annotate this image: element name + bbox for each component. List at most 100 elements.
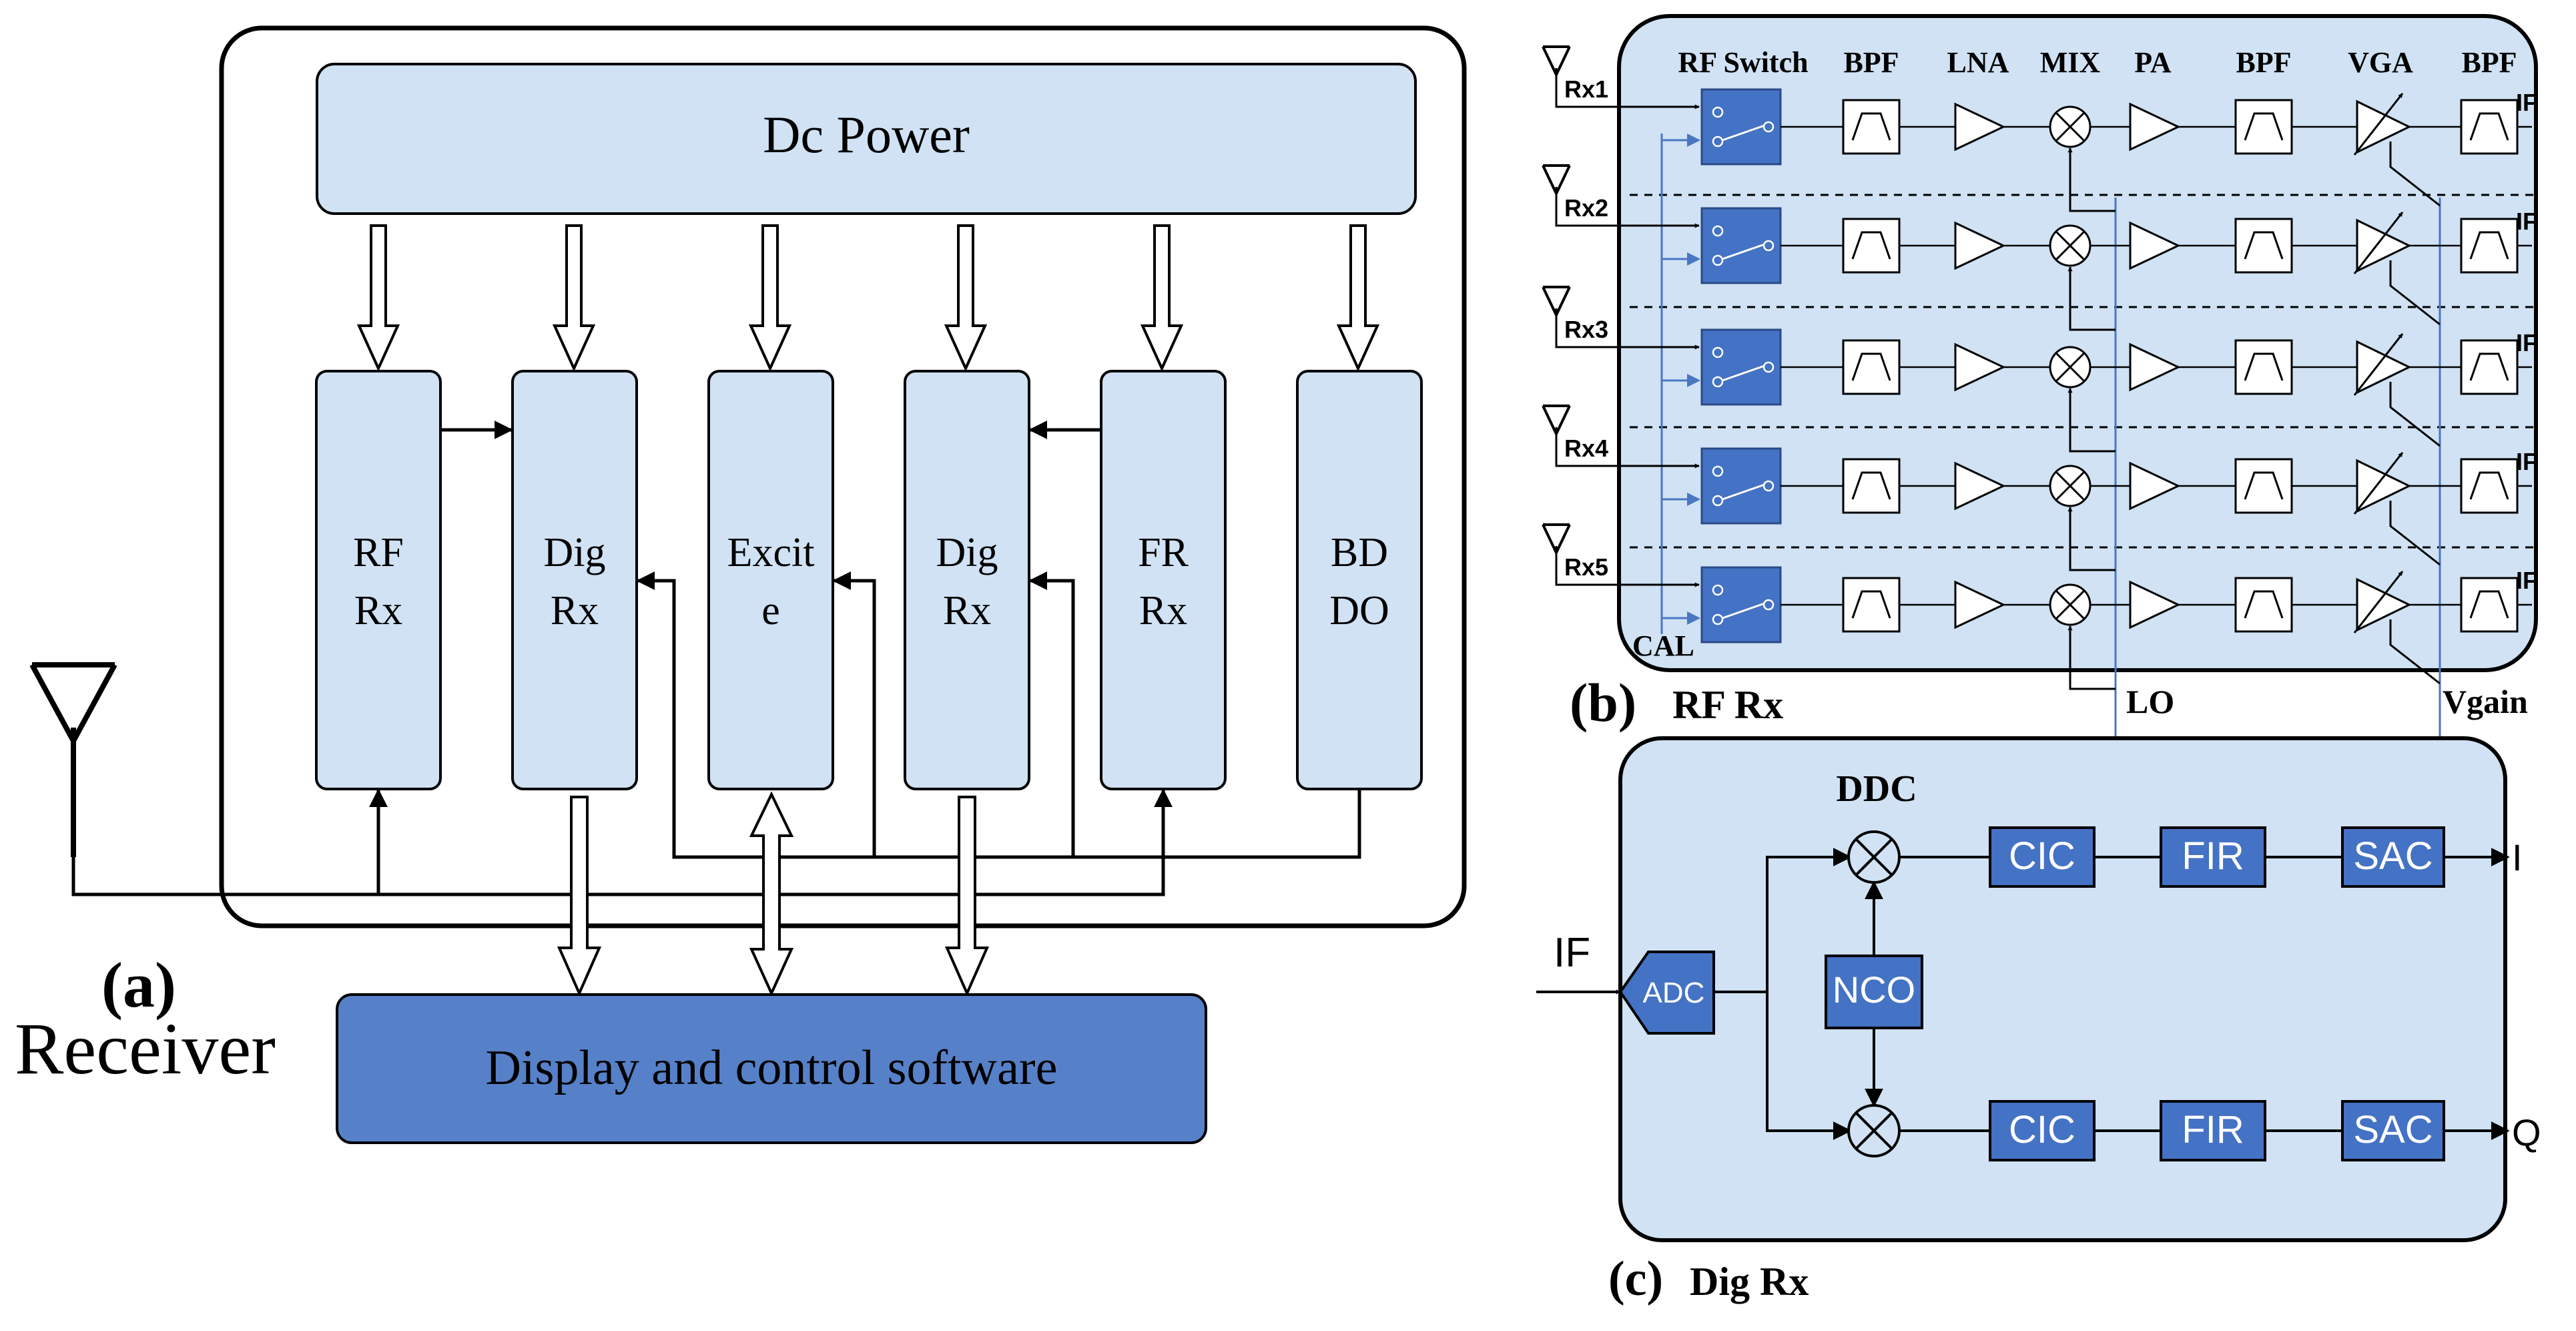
- rf-switch: [1700, 566, 1782, 643]
- svg-text:CIC: CIC: [2009, 834, 2075, 878]
- vgain-feed: [2389, 382, 2441, 447]
- display-software-label: Display and control software: [486, 1041, 1058, 1095]
- bpf-block: [1842, 458, 1901, 514]
- power-arrow: [1336, 224, 1380, 372]
- bpf-block: [2460, 218, 2519, 274]
- upper-chain: CIC FIR SAC: [1989, 826, 2445, 888]
- svg-text:DO: DO: [1329, 588, 1389, 633]
- dc-power-block: [316, 63, 1417, 215]
- bpf-block: [1842, 339, 1901, 395]
- lo-feed: [2067, 148, 2116, 212]
- column-header: VGA: [2348, 46, 2413, 79]
- if-output-label: IF: [2516, 567, 2537, 594]
- cal-label: CAL: [1632, 629, 1694, 662]
- bpf-block: [1842, 99, 1901, 155]
- module-bddo: BD DO: [1296, 370, 1423, 790]
- vgain-feed: [2389, 260, 2441, 326]
- antenna-icon: [29, 662, 117, 857]
- rf-switch: [1700, 447, 1782, 525]
- bpf-block: [2460, 99, 2519, 155]
- panel-c-title: Dig Rx: [1690, 1260, 1809, 1304]
- bpf-block: [2460, 458, 2519, 514]
- lo-label: LO: [2126, 683, 2174, 720]
- rf-channel-row: Rx4 IF: [1542, 405, 2537, 571]
- panel-c-caption: (c): [1608, 1252, 1663, 1306]
- fir-block: [2160, 1100, 2266, 1161]
- bpf-block: [2234, 339, 2293, 395]
- antenna-feed-line: [1555, 308, 1700, 350]
- bddo-to-digrx2: [1028, 571, 1075, 857]
- bddo-to-exciter: [832, 571, 876, 857]
- lna-amp: [1954, 221, 2006, 270]
- bpf-block: [2234, 99, 2293, 155]
- if-input-label: IF: [1554, 930, 1590, 976]
- receiver-label: Receiver: [15, 1008, 276, 1089]
- svg-text:Rx: Rx: [551, 588, 599, 633]
- power-arrow: [356, 224, 400, 372]
- bpf-block: [2234, 577, 2293, 633]
- antenna-feed-line: [1555, 546, 1700, 587]
- svg-text:e: e: [761, 588, 780, 633]
- fir-block: [2160, 826, 2266, 888]
- dc-power-label: Dc Power: [763, 105, 970, 164]
- power-arrow: [552, 224, 596, 372]
- pa-amp: [2129, 461, 2181, 511]
- bpf-block: [2460, 339, 2519, 395]
- cic-block: [1989, 1100, 2096, 1161]
- dig-rx-frame: [1618, 736, 2507, 1242]
- pa-amp: [2129, 580, 2181, 629]
- pa-amp: [2129, 102, 2181, 152]
- digrx2-to-display-arrow: [944, 796, 990, 997]
- column-header: MIX: [2040, 46, 2101, 79]
- vga-amp: [2356, 218, 2412, 273]
- upper-mixer: [1847, 830, 1901, 884]
- panel-b-caption: (b): [1570, 672, 1636, 733]
- lower-chain: CIC FIR SAC: [1989, 1100, 2445, 1161]
- display-software-block: [336, 993, 1207, 1144]
- channel-label: Rx2: [1564, 194, 1608, 222]
- rf-switch: [1700, 88, 1782, 166]
- channel-label: Rx4: [1564, 435, 1608, 462]
- module-dig-rx-2: Dig Rx: [904, 370, 1030, 790]
- channel-label: Rx5: [1564, 553, 1608, 581]
- adc-block: [1618, 951, 1715, 1035]
- q-output-label: Q: [2512, 1111, 2541, 1153]
- bpf-block: [2234, 218, 2293, 274]
- bddo-bus: [636, 571, 1361, 859]
- lo-feed: [2067, 625, 2116, 690]
- if-output-label: IF: [2516, 448, 2537, 475]
- lower-mixer: [1847, 1104, 1901, 1157]
- lo-feed: [2067, 388, 2116, 453]
- pa-amp: [2129, 221, 2181, 270]
- vga-amp: [2356, 577, 2412, 632]
- svg-text:Rx: Rx: [354, 588, 402, 633]
- if-output-label: IF: [2516, 208, 2537, 235]
- vga-amp: [2356, 459, 2412, 513]
- rf-switch: [1700, 207, 1782, 284]
- pa-amp: [2129, 342, 2181, 392]
- column-header: BPF: [2236, 46, 2291, 79]
- nco-block: [1825, 955, 1923, 1029]
- i-output-label: I: [2512, 836, 2523, 878]
- column-header: BPF: [1843, 46, 1899, 79]
- antenna-feed-line: [1555, 187, 1700, 228]
- svg-text:SAC: SAC: [2353, 1108, 2433, 1151]
- svg-text:Rx: Rx: [943, 588, 991, 633]
- nco-label: NCO: [1833, 969, 1915, 1011]
- bpf-block: [1842, 577, 1901, 633]
- split-upper: [1766, 848, 1852, 992]
- rf-switch: [1700, 328, 1782, 406]
- lna-amp: [1954, 461, 2006, 511]
- bpf-block: [1842, 218, 1901, 274]
- antenna-feed-line: [1555, 68, 1700, 109]
- lo-feed: [2067, 266, 2116, 331]
- module-fr-rx: FR Rx: [1100, 370, 1227, 790]
- panel-b-title: RF Rx: [1672, 683, 1783, 727]
- column-header: BPF: [2461, 46, 2517, 79]
